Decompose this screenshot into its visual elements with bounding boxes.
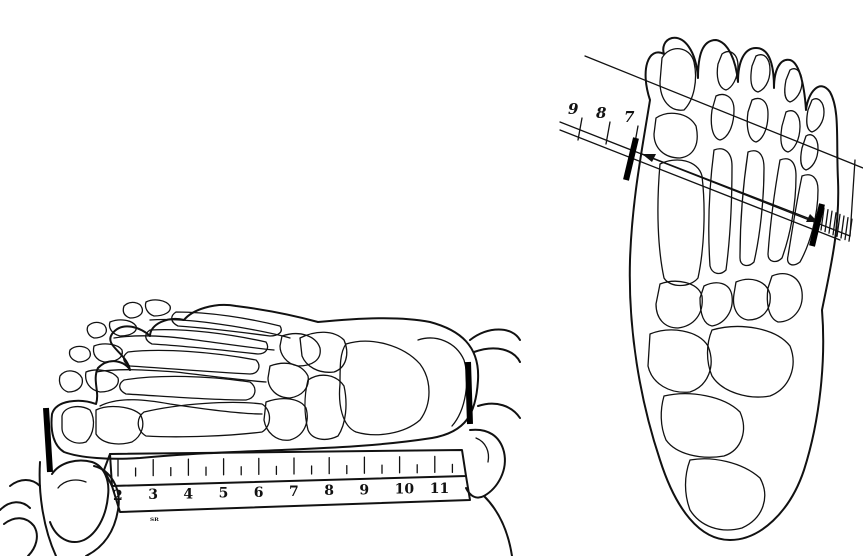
tarsal-bones-top xyxy=(648,274,802,530)
top-ruler-tick xyxy=(825,210,828,232)
ruler-brand-mark: ᵀᴿ xyxy=(150,517,159,527)
top-ruler-number: 9 xyxy=(568,100,579,118)
ruler-number: 9 xyxy=(359,482,369,498)
top-ruler-number: 7 xyxy=(624,108,635,126)
toe-end-mark xyxy=(46,408,50,472)
toe-bones-side xyxy=(59,300,170,444)
ruler-number: 3 xyxy=(148,487,158,503)
ruler-number: 7 xyxy=(289,484,299,500)
ruler-number: 8 xyxy=(324,483,334,499)
heel-end-mark xyxy=(468,362,470,424)
side-view-foot-length: 2 3 4 5 6 7 8 9 10 11 ᵀᴿ xyxy=(0,300,520,556)
ruler-number: 2 xyxy=(113,488,123,504)
tarsal-bones-side xyxy=(264,332,467,440)
ruler-number: 10 xyxy=(395,482,415,498)
right-hand-drawing xyxy=(466,330,520,557)
top-ruler-tick xyxy=(845,218,848,240)
top-ruler-number: 8 xyxy=(596,104,607,122)
ruler-number: 5 xyxy=(219,486,229,502)
left-hand-drawing xyxy=(0,461,119,557)
width-measurement-arrow xyxy=(642,154,818,222)
ruler-number: 11 xyxy=(430,481,449,497)
ruler-number: 6 xyxy=(254,485,264,501)
length-ruler: 2 3 4 5 6 7 8 9 10 11 ᵀᴿ xyxy=(104,450,470,527)
top-ruler-tick xyxy=(829,211,832,233)
top-ruler-tick xyxy=(841,216,844,238)
ruler-number: 4 xyxy=(183,486,193,502)
